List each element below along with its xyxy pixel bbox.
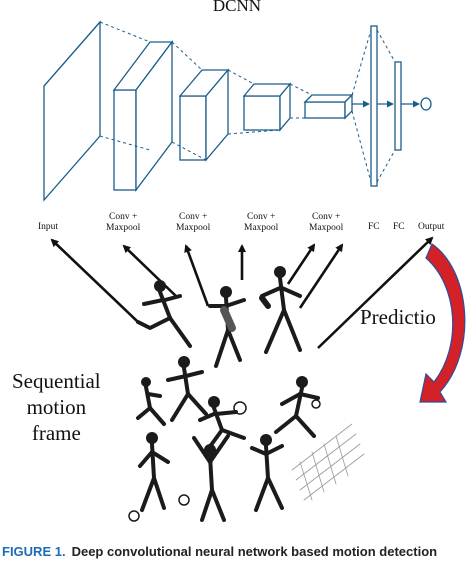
output-node — [420, 97, 432, 111]
cnn-block-conv3 — [242, 82, 292, 132]
layer-label-conv4: Conv + Maxpool — [309, 212, 344, 233]
frame-to-layer-arrows — [50, 236, 434, 349]
ball-icon — [128, 510, 140, 522]
athlete-figure — [274, 376, 320, 438]
ball-icon — [311, 399, 321, 409]
athlete-figure — [166, 356, 208, 422]
athlete-figure — [136, 377, 166, 426]
diagram-title: DCNN — [212, 0, 262, 15]
figure-number: FIGURE 1. — [2, 544, 66, 559]
layer-label-output: Output — [418, 222, 445, 232]
athlete-figure — [259, 266, 302, 354]
fc-layer-2 — [394, 61, 402, 151]
athlete-figure — [192, 434, 230, 522]
cnn-block-input — [43, 20, 101, 202]
athlete-figure — [250, 434, 284, 512]
figure-caption-text: Deep convolutional neural network based … — [71, 544, 438, 559]
net-illustration — [291, 423, 365, 501]
layer-label-input: Input — [38, 222, 59, 232]
prediction-arrow — [419, 243, 466, 403]
fc-layer-1 — [370, 25, 378, 187]
layer-label-conv1: Conv + Maxpool — [106, 212, 141, 233]
cnn-block-conv1 — [112, 40, 174, 192]
athlete-figure — [136, 280, 192, 348]
layer-label-conv3: Conv + Maxpool — [244, 212, 279, 233]
layer-label-fc2: FC — [393, 222, 405, 232]
motion-label: Sequential motion frame — [12, 369, 101, 445]
layer-label-fc1: FC — [368, 222, 380, 232]
athlete-figure — [208, 286, 246, 368]
cnn-block-conv4 — [303, 93, 354, 120]
ball-icon — [178, 494, 190, 506]
layer-label-conv2: Conv + Maxpool — [176, 212, 211, 233]
athlete-figure — [138, 432, 170, 512]
prediction-label: Predictio — [360, 305, 436, 329]
motion-frames-collage — [128, 266, 365, 522]
cnn-block-conv2 — [178, 68, 230, 162]
dashed-connectors — [99, 21, 396, 183]
figure-caption: FIGURE 1. Deep convolutional neural netwo… — [0, 544, 474, 564]
